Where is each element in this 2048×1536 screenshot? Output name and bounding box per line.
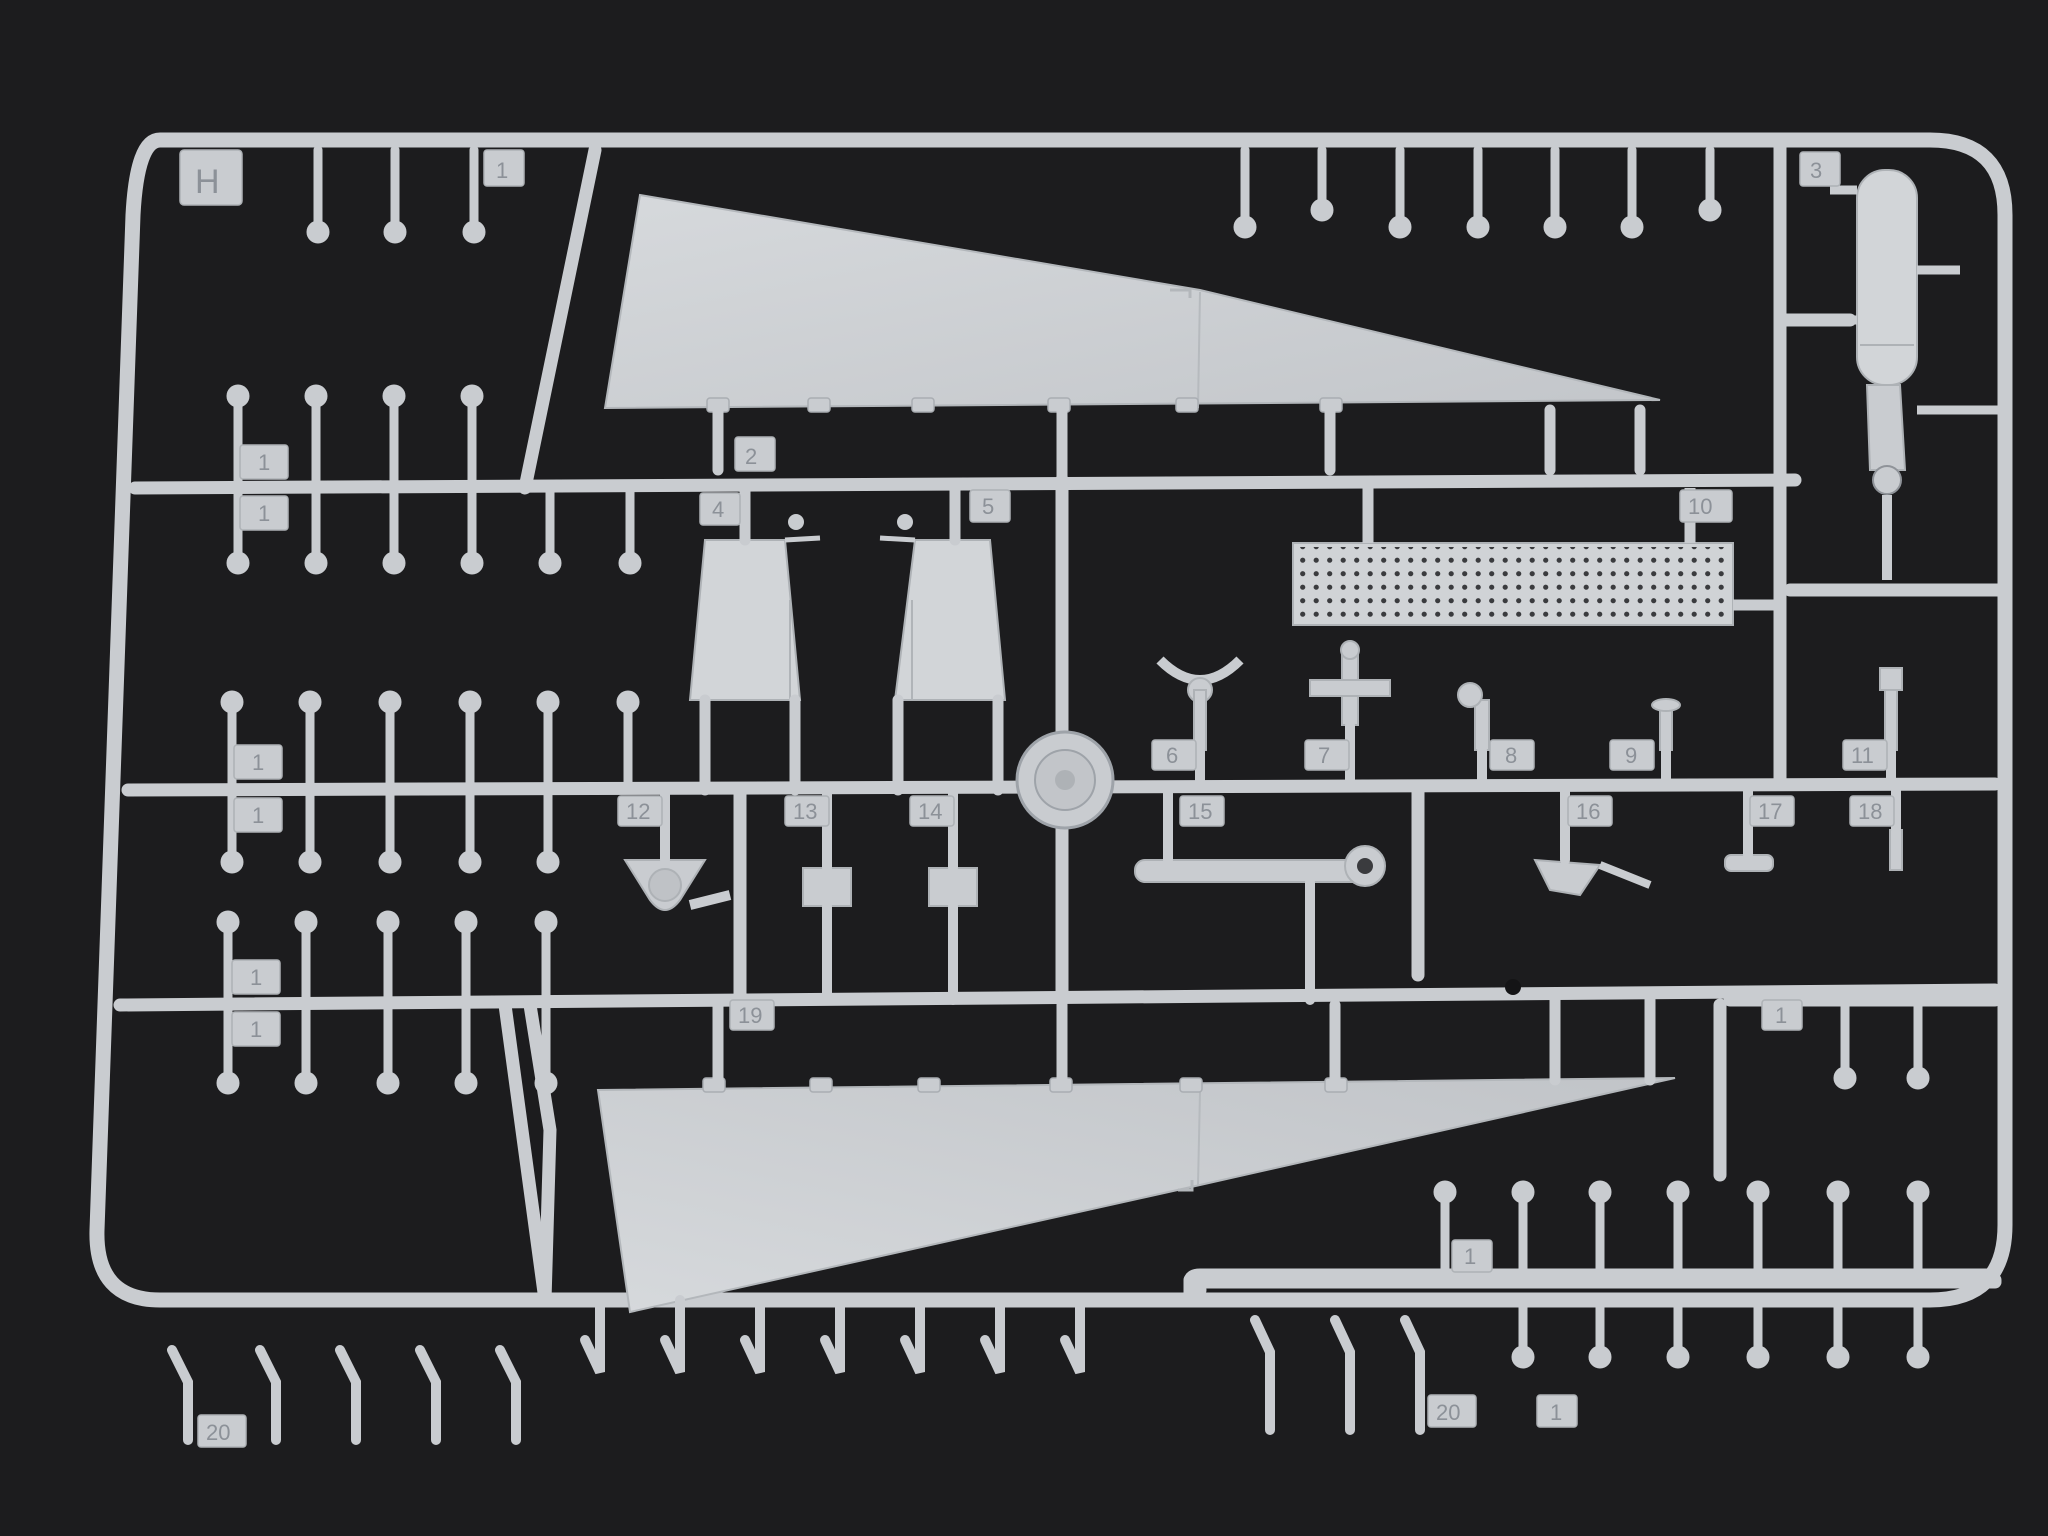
sprue-frame (89, 132, 2013, 1308)
part-label-10: 10 (1688, 494, 1712, 519)
part-label-1: 1 (1464, 1244, 1476, 1269)
part-label-4: 4 (712, 497, 724, 522)
part-label-14: 14 (918, 799, 942, 824)
part-label-7: 7 (1318, 743, 1330, 768)
part-label-20: 20 (206, 1420, 230, 1445)
runner-hole (1505, 979, 1521, 995)
part-label-1: 1 (496, 158, 508, 183)
pin-parts (216, 145, 1930, 1369)
rudder-parts (688, 514, 1007, 701)
part-label-12: 12 (626, 799, 650, 824)
sprue-letter: H (195, 163, 220, 201)
lower-wing-part (596, 1077, 1676, 1314)
part-label-18: 18 (1858, 799, 1882, 824)
part-label-1: 1 (1550, 1400, 1562, 1425)
part-label-16: 16 (1576, 799, 1600, 824)
part-label-1: 1 (250, 965, 262, 990)
rudder-attachments (699, 482, 1004, 796)
part-label-9: 9 (1625, 743, 1637, 768)
wing-attachments (712, 404, 1656, 1086)
number-tabs (179, 149, 1895, 1448)
upper-wing-part (603, 193, 1661, 410)
part-label-1: 1 (250, 1017, 262, 1042)
part-label-1: 1 (258, 450, 270, 475)
part-label-20: 20 (1436, 1400, 1460, 1425)
part-label-3: 3 (1810, 158, 1822, 183)
cylinder-part (1780, 169, 2000, 580)
part-label-13: 13 (793, 799, 817, 824)
part-label-6: 6 (1166, 743, 1178, 768)
part-label-15: 15 (1188, 799, 1212, 824)
part-number-labels: 1 3 2 1 1 4 5 10 1 1 6 7 8 9 11 12 13 14… (206, 158, 1882, 1445)
part-label-8: 8 (1505, 743, 1517, 768)
detail-parts (623, 640, 1903, 911)
part-label-5: 5 (982, 494, 994, 519)
part-label-11: 11 (1851, 743, 1874, 768)
part-label-19: 19 (738, 1003, 762, 1028)
part-label-1: 1 (252, 750, 264, 775)
part-label-1: 1 (1775, 1003, 1787, 1028)
part-label-1: 1 (258, 501, 270, 526)
bent-parts-row (167, 1295, 1425, 1445)
part-label-1: 1 (252, 803, 264, 828)
part-label-2: 2 (745, 444, 757, 469)
lower-right-runner (1183, 1268, 1995, 1300)
part-label-17: 17 (1758, 799, 1782, 824)
center-hub (1015, 730, 1115, 830)
